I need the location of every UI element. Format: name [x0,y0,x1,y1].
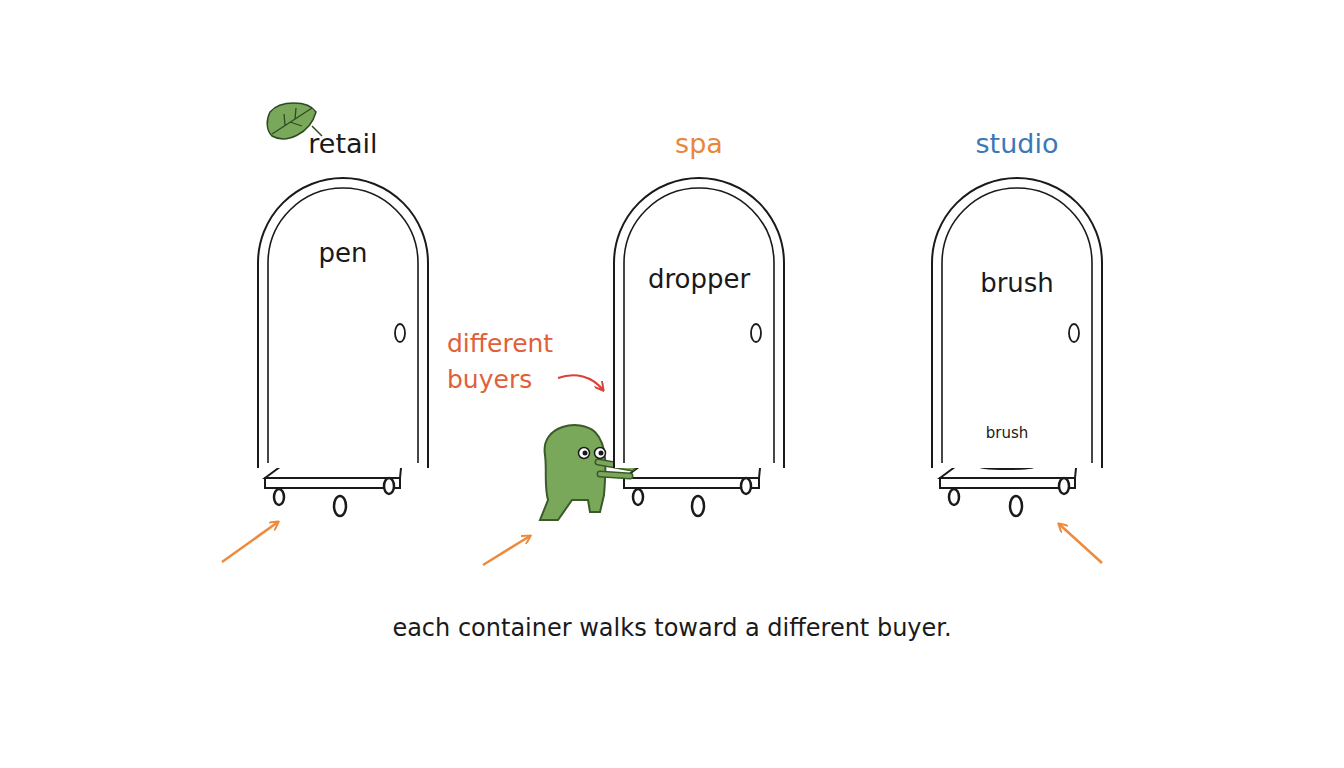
pointer-arrows [222,522,1102,565]
caption: each container walks toward a different … [0,614,1344,642]
arched-door [258,178,428,468]
wheels [274,478,1069,516]
container-name: dropper [622,264,776,294]
door-heading: spa [574,128,824,159]
door-node: spadropper [614,178,784,468]
arched-door [614,178,784,468]
callout-note: different buyers [447,326,587,399]
door-heading: retail [218,128,468,159]
callout-arrow [558,375,603,390]
container-name: brush [940,268,1094,298]
door-node: retailpen [258,178,428,468]
container-name: pen [266,238,420,268]
bottle-label: brush [978,424,1036,442]
door-heading: studio [892,128,1142,159]
